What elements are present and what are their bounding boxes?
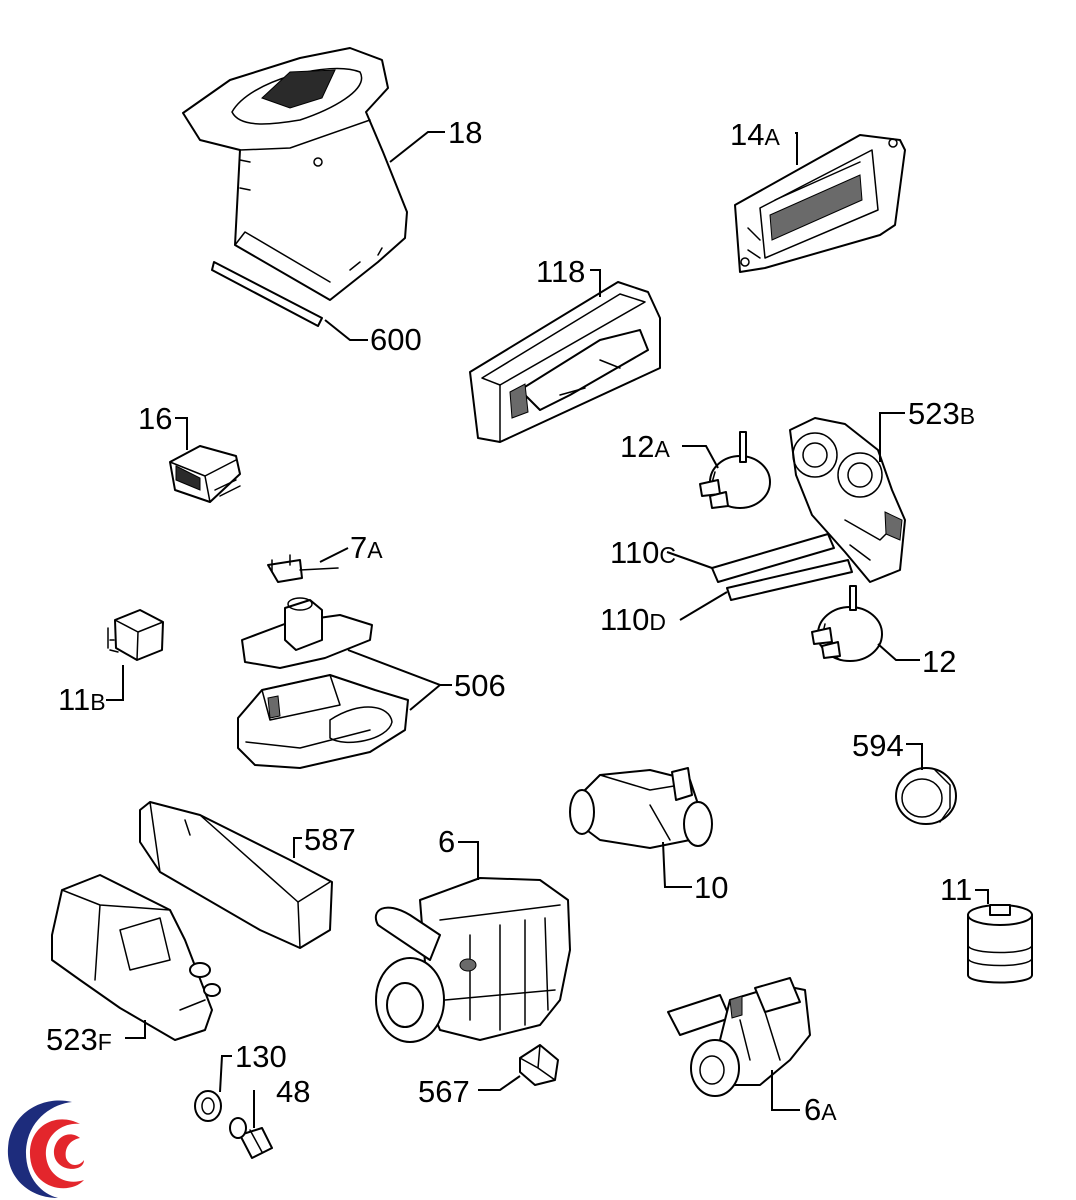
part-118-display-module <box>469 281 661 443</box>
callout-11b: 11B <box>58 682 106 717</box>
part-594-cap <box>895 767 957 825</box>
callout-12a: 12A <box>620 429 670 464</box>
part-16-switch <box>169 445 241 503</box>
callout-labels: 18 14A 118 600 16 523B 12A 7A 110C 110D … <box>46 115 975 1127</box>
swirl-logo-icon <box>7 1100 84 1198</box>
leader-lines <box>106 131 989 1128</box>
part-11-cylinder <box>967 904 1033 984</box>
callout-130: 130 <box>235 1039 287 1074</box>
part-10-heater <box>569 767 713 849</box>
callout-18: 18 <box>448 115 482 150</box>
callout-567: 567 <box>418 1074 470 1109</box>
part-567-connector <box>519 1044 559 1086</box>
part-110d-tube <box>726 559 853 601</box>
callout-523b: 523B <box>908 396 975 431</box>
callout-587: 587 <box>304 822 356 857</box>
part-600-rod <box>211 261 323 327</box>
part-506-cover-assembly <box>237 597 409 769</box>
part-523b-sump-assembly <box>789 417 906 583</box>
callout-10: 10 <box>694 870 728 905</box>
part-48-plug <box>229 1117 273 1159</box>
part-12-pressure-switch <box>811 585 883 662</box>
callout-12: 12 <box>922 644 956 679</box>
callout-600: 600 <box>370 322 422 357</box>
part-6-circulation-pump <box>374 877 571 1043</box>
part-12a-pressure-switch <box>699 431 771 509</box>
callout-506: 506 <box>454 668 506 703</box>
part-587-cover-panel <box>139 801 333 949</box>
callout-16: 16 <box>138 401 172 436</box>
part-14a-control-board <box>734 134 906 273</box>
part-7a-clip <box>267 554 339 583</box>
part-110c-tube <box>711 533 835 583</box>
callout-110c: 110C <box>610 535 676 570</box>
callout-523f: 523F <box>46 1022 112 1057</box>
part-11b-relay <box>107 609 164 661</box>
callout-6: 6 <box>438 824 455 859</box>
part-6a-drain-pump <box>667 977 811 1097</box>
callout-594: 594 <box>852 728 904 763</box>
callout-118: 118 <box>536 254 585 289</box>
callout-14a: 14A <box>730 117 780 152</box>
part-523f-bracket <box>51 874 221 1041</box>
callout-11: 11 <box>940 872 972 907</box>
callout-48: 48 <box>276 1074 310 1109</box>
callout-6a: 6A <box>804 1092 837 1127</box>
callout-110d: 110D <box>600 602 666 637</box>
part-130-washer <box>194 1090 222 1122</box>
part-18-air-duct <box>182 47 408 301</box>
callout-7a: 7A <box>350 530 383 565</box>
